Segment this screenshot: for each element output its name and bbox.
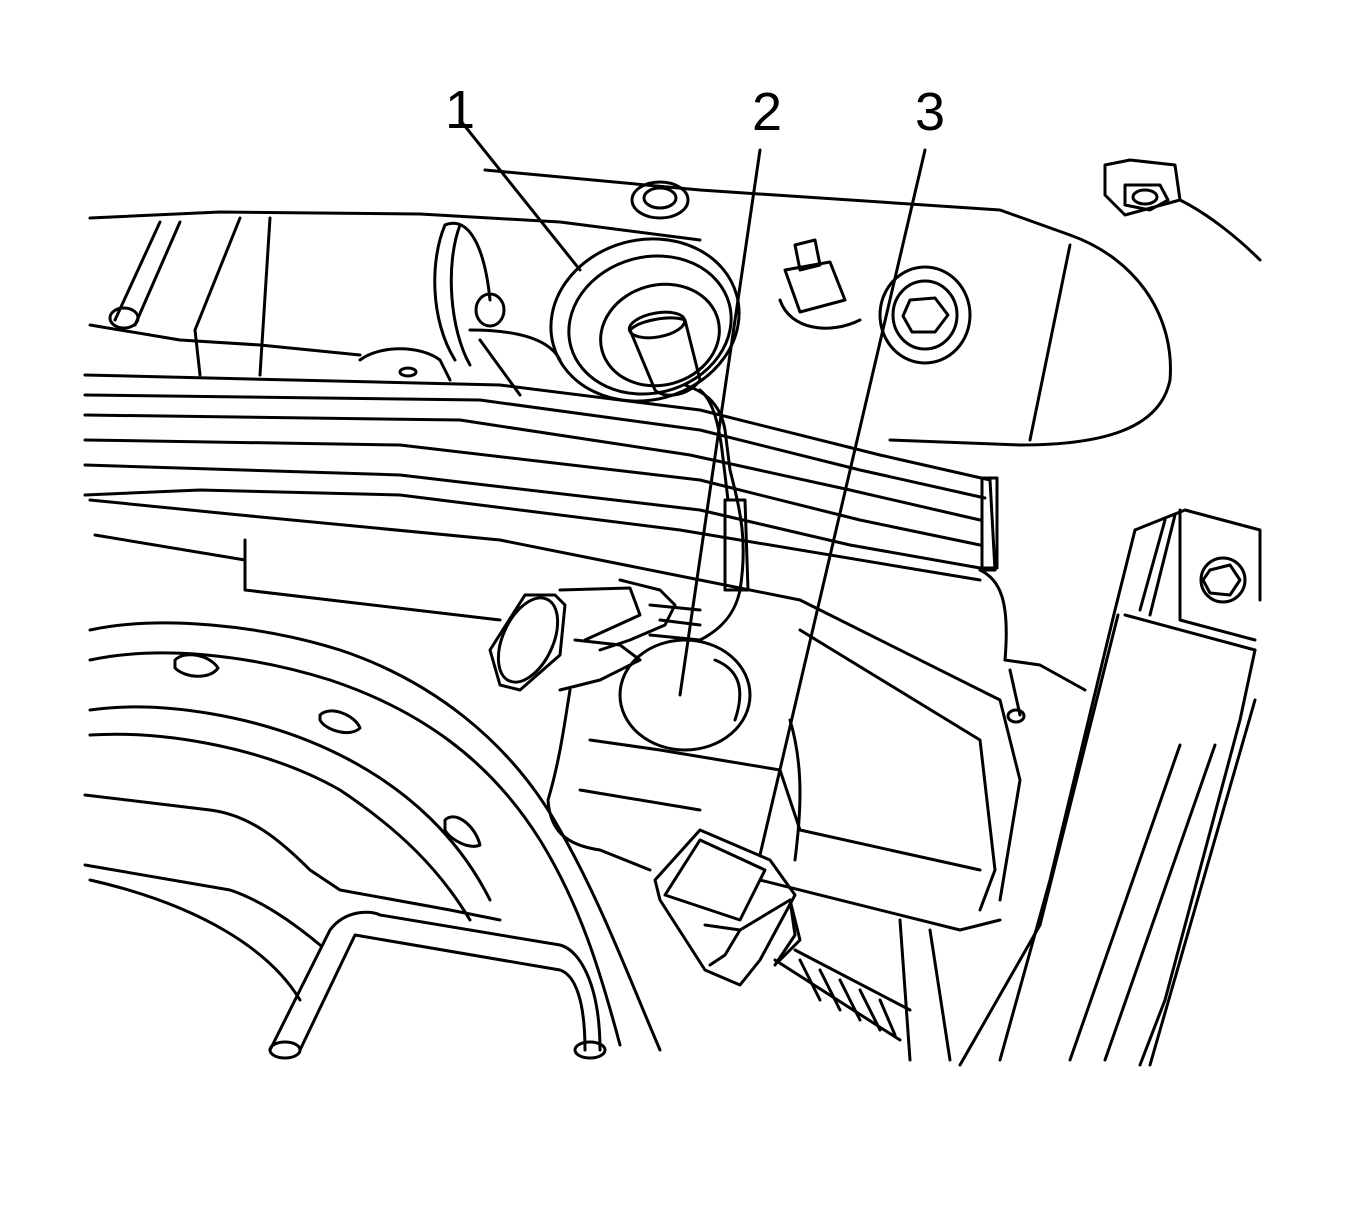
upper-bolt-right: [878, 265, 972, 365]
crossmember-rail: [83, 373, 1008, 662]
leader-line-2: [678, 148, 762, 697]
callout-3: 3: [915, 82, 945, 142]
upper-connector: [488, 578, 702, 872]
grommet: [549, 237, 741, 403]
callout-leaders: [458, 118, 927, 857]
right-pillar: [958, 508, 1262, 1067]
leader-line-3: [758, 148, 927, 857]
upper-cowl-panel: [88, 158, 1262, 447]
lower-connector: [653, 828, 912, 1042]
leader-line-1: [458, 118, 582, 272]
motor-housing: [358, 221, 562, 397]
upper-bolt-left: [630, 180, 690, 220]
wheel-well: [83, 621, 662, 1060]
callout-2: 2: [752, 82, 782, 142]
stud-bolt: [778, 238, 862, 330]
grommet-wire: [627, 310, 750, 642]
callout-1: 1: [445, 80, 475, 140]
lower-panel: [93, 533, 1087, 1062]
